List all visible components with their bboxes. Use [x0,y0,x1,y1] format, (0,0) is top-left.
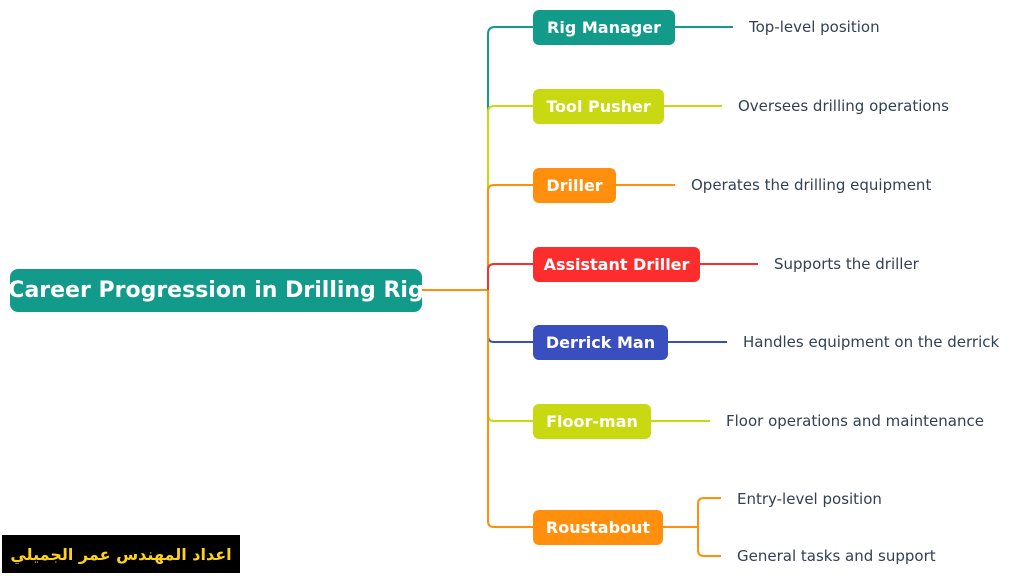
desc-roustabout-general: General tasks and support [737,547,936,565]
node-floor-man: Floor-man [533,404,651,439]
edge-assistant-driller [487,263,533,290]
author-credit-banner: اعداد المهندس عمر الجميلي [2,535,240,573]
root-node: Career Progression in Drilling Rig [8,269,424,312]
edge-driller [487,184,533,290]
desc-assistant-driller: Supports the driller [774,255,919,273]
desc-rig-manager: Top-level position [749,18,880,36]
node-derrick-man: Derrick Man [533,325,668,360]
desc-driller: Operates the drilling equipment [691,176,932,194]
edge-floor-man [487,290,533,422]
desc-derrick-man: Handles equipment on the derrick [743,333,1000,351]
edge-roustabout [487,290,533,528]
edge-derrick-man [487,290,533,343]
desc-floor-man: Floor operations and maintenance [726,412,984,430]
edge-tool-pusher [487,105,533,290]
edge-rig-manager [487,26,533,290]
node-rig-manager: Rig Manager [533,10,675,45]
node-tool-pusher: Tool Pusher [533,89,664,124]
node-roustabout: Roustabout [533,510,663,545]
desc-tool-pusher: Oversees drilling operations [738,97,949,115]
desc-roustabout-entry: Entry-level position [737,490,882,508]
node-assistant-driller: Assistant Driller [533,247,700,282]
edge-roustabout-desc [663,497,721,557]
node-driller: Driller [533,168,616,203]
